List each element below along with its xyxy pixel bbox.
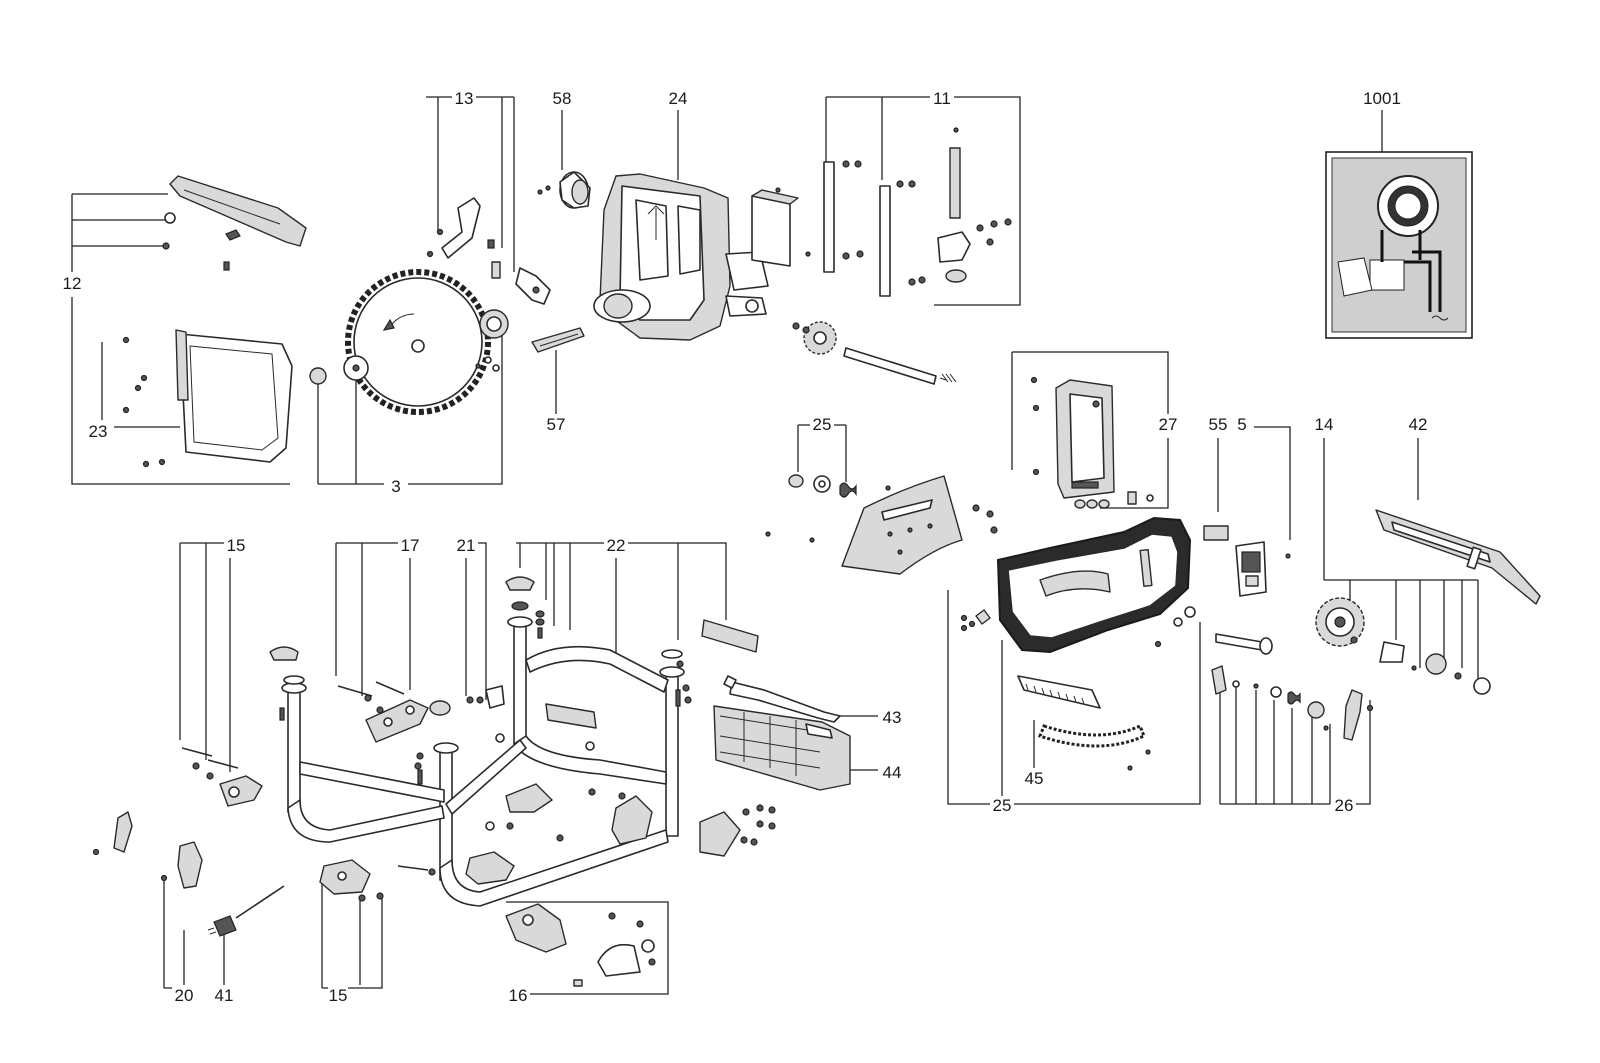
callout-11: 11 (933, 89, 951, 108)
capacitor-box (751, 187, 811, 267)
push-stick-42 (1375, 509, 1541, 605)
saw-table-25: metabo TS 254 M (960, 516, 1196, 667)
callout-labels: 1001 13 58 24 11 12 23 3 57 25 27 55 5 1… (63, 89, 1428, 1005)
callout-15-top: 15 (227, 536, 246, 555)
wheel-bracket-16 (505, 903, 656, 987)
clamp-15-bottom (319, 859, 436, 902)
callout-20: 20 (175, 986, 194, 1005)
blade-guard-top-12 (162, 175, 307, 271)
foot-17 (337, 681, 451, 743)
wiring-inset-1001 (1325, 151, 1473, 339)
dust-port-58 (537, 171, 591, 209)
callout-57: 57 (547, 415, 566, 434)
callout-25-top: 25 (813, 415, 832, 434)
callout-25-bottom: 25 (993, 796, 1012, 815)
cable-hook-20 (92, 811, 203, 889)
callout-45: 45 (1025, 769, 1044, 788)
callout-17: 17 (401, 536, 420, 555)
height-spindle (792, 321, 957, 385)
callout-5: 5 (1237, 415, 1246, 434)
leader-lines (71, 96, 1479, 995)
fence-parts-25 (788, 474, 857, 498)
handwheel-14 (1215, 597, 1491, 695)
motor-housing-24 (593, 173, 769, 341)
switch-5 (1203, 525, 1291, 597)
callout-22: 22 (607, 536, 626, 555)
callout-58: 58 (553, 89, 572, 108)
power-cord-41 (207, 885, 285, 937)
latch-21 (466, 685, 505, 709)
bracket-57 (531, 327, 585, 353)
callout-12: 12 (63, 274, 82, 293)
callout-42: 42 (1409, 415, 1428, 434)
stand-frame-22 (281, 576, 776, 907)
clamp-15-top (181, 646, 305, 807)
lifting-assembly-11 (823, 127, 1012, 297)
storage-tray-44 (713, 705, 851, 791)
riving-knife-13 (426, 197, 551, 372)
scale-arc-45 (1017, 675, 1151, 771)
callout-21: 21 (457, 536, 476, 555)
lower-guard-23 (122, 329, 293, 468)
callout-26: 26 (1335, 796, 1354, 815)
bevel-quadrant (765, 475, 998, 575)
switch-box-27 (1030, 376, 1154, 509)
callout-41: 41 (215, 986, 234, 1005)
callout-43: 43 (883, 708, 902, 727)
wrench-43 (723, 675, 841, 723)
callout-27: 27 (1159, 415, 1178, 434)
hardware-26 (1211, 665, 1374, 741)
callout-55: 55 (1209, 415, 1228, 434)
callout-44: 44 (883, 763, 902, 782)
callout-1001: 1001 (1363, 89, 1401, 108)
callout-24: 24 (669, 89, 688, 108)
callout-13: 13 (455, 89, 474, 108)
callout-3: 3 (391, 477, 400, 496)
callout-23: 23 (89, 422, 108, 441)
model-logo-text: TS 254 M (1103, 632, 1130, 646)
saw-blade-3 (309, 269, 509, 415)
callout-16: 16 (509, 986, 528, 1005)
callout-14: 14 (1315, 415, 1334, 434)
callout-15-bottom: 15 (329, 986, 348, 1005)
